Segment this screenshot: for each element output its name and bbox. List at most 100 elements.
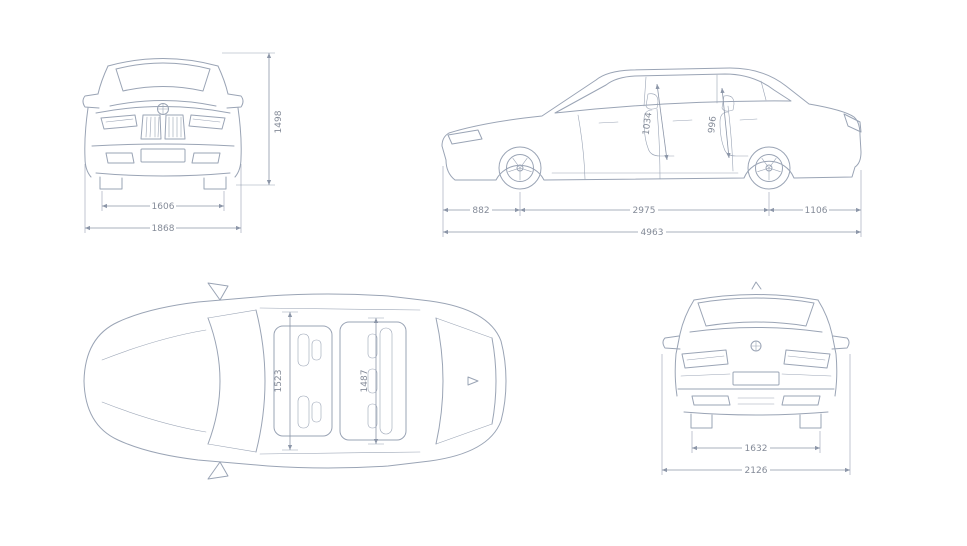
rear-wheel <box>747 146 791 190</box>
front-view: 1498 1606 1868 <box>82 52 284 234</box>
front-wheel-right <box>203 176 227 190</box>
rear-reflector-left <box>691 395 731 406</box>
top-mirror-left <box>207 282 229 301</box>
grille-slats <box>145 116 182 138</box>
top-tailgate-edge <box>491 337 497 425</box>
front-intake-left <box>105 152 135 164</box>
front-view-dimensions: 1498 1606 1868 <box>84 52 284 234</box>
rear-window <box>697 297 815 327</box>
side-taillight <box>843 113 862 133</box>
dim-front-track: 1606 <box>152 202 175 212</box>
right-mirror <box>226 93 244 109</box>
top-view-drawing <box>83 282 507 480</box>
top-seats <box>297 327 393 435</box>
front-intake-right <box>191 152 221 164</box>
rear-shoulder-line <box>689 327 823 333</box>
front-a-pillar-left <box>97 65 109 95</box>
front-seat <box>643 109 675 157</box>
side-headlight <box>447 129 483 145</box>
front-license-plate <box>140 148 186 163</box>
right-headlight-detail <box>192 118 221 123</box>
height-extension-lines <box>222 52 275 186</box>
side-view: 1034 996 882 2975 1106 4963 <box>441 67 862 238</box>
dim-rear-width: 2126 <box>745 466 768 476</box>
left-headlight-detail <box>105 118 134 123</box>
top-rear-window <box>435 317 444 445</box>
taillight-right <box>783 349 831 369</box>
top-body-outline <box>83 293 507 469</box>
dim-front-width: 1868 <box>152 224 175 234</box>
width-extension-lines <box>84 164 242 233</box>
rear-view-drawing <box>662 281 850 429</box>
dim-interior-width-front: 1523 <box>274 370 284 393</box>
antenna-fin <box>467 376 479 386</box>
door-handles <box>598 118 758 124</box>
rear-antenna-fin <box>751 281 762 290</box>
dim-wheelbase: 2975 <box>633 206 656 216</box>
rear-seat <box>719 111 749 157</box>
rear-mirror-right <box>831 335 850 350</box>
headroom-front-dim-line <box>655 83 669 161</box>
d-pillar-edges <box>435 317 493 445</box>
kidney-grille-left <box>140 114 162 140</box>
dim-headroom-front: 1034 <box>642 112 655 136</box>
rear-view: 1632 2126 <box>661 281 851 476</box>
top-view-dimensions: 1523 1487 <box>274 311 384 451</box>
dim-overall-height: 1498 <box>274 110 284 133</box>
left-mirror <box>82 93 100 109</box>
side-view-drawing <box>441 67 862 190</box>
diffuser-lines <box>737 397 775 405</box>
length-extension-lines <box>442 166 862 237</box>
front-body-side-right <box>234 107 242 178</box>
rear-roof <box>693 294 819 301</box>
dim-front-overhang: 882 <box>472 206 489 216</box>
front-hood-crease <box>109 100 217 107</box>
bmw-roundel-rear-quarters <box>750 340 762 352</box>
rear-body-side-right <box>817 299 838 397</box>
rear-mirror-left <box>662 335 681 350</box>
front-wheel <box>498 146 542 190</box>
top-windshield <box>207 317 221 445</box>
front-wheel-left <box>99 176 123 190</box>
top-mirror-right <box>207 461 229 480</box>
rear-wheel-right <box>799 413 822 429</box>
taillight-right-detail <box>787 355 826 361</box>
front-windshield <box>115 62 211 92</box>
side-view-dimensions: 1034 996 882 2975 1106 4963 <box>442 83 862 238</box>
rear-width-extension-lines <box>661 354 851 475</box>
rear-body-side-left <box>674 299 695 397</box>
side-body-outline <box>441 67 862 181</box>
right-headlight <box>188 114 226 130</box>
hood-creases <box>101 329 207 433</box>
left-headlight <box>100 114 138 130</box>
taillight-left <box>681 349 729 369</box>
roof-rails <box>259 307 421 455</box>
side-glasshouse <box>554 73 792 114</box>
rear-wheel-left <box>690 413 713 429</box>
front-a-pillar-right <box>217 65 229 95</box>
roof-glass-panel-front <box>273 325 333 437</box>
tailgate-line <box>680 373 832 377</box>
front-bumper-bottom <box>95 172 231 177</box>
rear-bumper-bottom <box>683 411 829 416</box>
bmw-roundel-quarters <box>157 103 169 115</box>
kidney-grille-right <box>164 114 186 140</box>
dim-rear-track: 1632 <box>745 444 768 454</box>
roof-glass-panel-rear <box>339 321 407 441</box>
dim-headroom-rear: 996 <box>707 115 719 133</box>
front-bumper-line <box>91 143 235 147</box>
side-pillar-lines <box>643 74 767 107</box>
front-view-drawing <box>82 58 244 190</box>
top-view: 1523 1487 <box>83 282 507 480</box>
rear-license-plate <box>732 371 780 386</box>
rear-view-dimensions: 1632 2126 <box>661 354 851 476</box>
top-roof-front-edge <box>255 309 266 453</box>
rear-reflector-right <box>781 395 821 406</box>
taillight-left-detail <box>686 355 725 361</box>
windshield-side-edges <box>207 309 257 453</box>
front-seat-headrest <box>645 93 659 110</box>
dim-overall-length: 4963 <box>641 228 664 238</box>
front-roof <box>107 58 219 67</box>
dim-interior-width-rear: 1487 <box>360 370 370 393</box>
dim-rear-overhang: 1106 <box>805 206 828 216</box>
